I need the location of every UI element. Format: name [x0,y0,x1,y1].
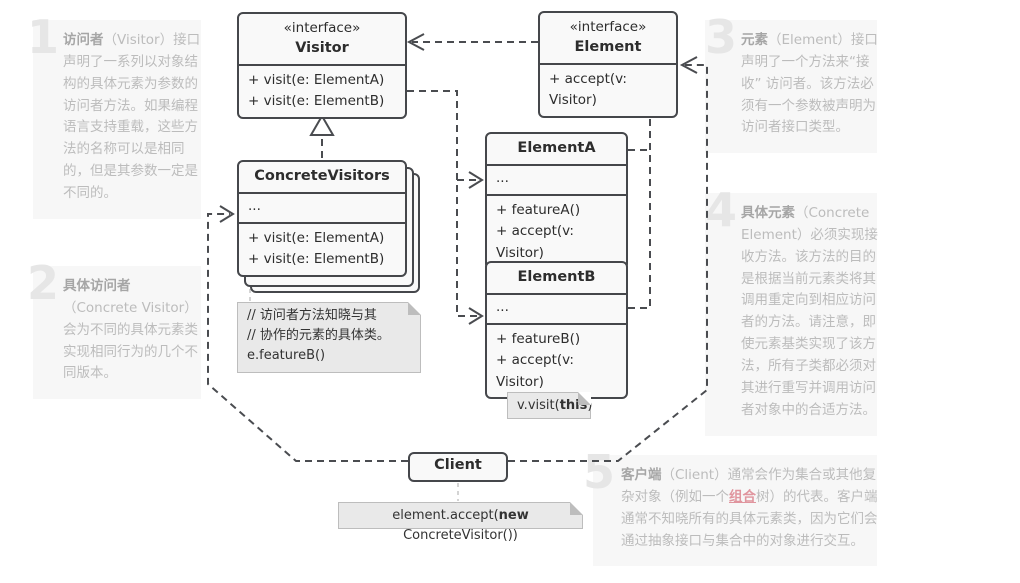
annotation-term-3: 元素 [741,32,768,48]
class-client-header: Client [410,454,506,478]
method: + visit(e: ElementB) [248,93,385,110]
annotation-number-4: 4 [705,183,738,237]
class-name: Client [434,457,482,473]
method: + featureB() [496,331,581,348]
class-element-methods: + accept(v: Visitor) [540,63,676,116]
method: + featureA() [496,202,581,219]
class-concretevisitors: ConcreteVisitors ... + visit(e: ElementA… [237,160,407,277]
ellipsis-fields: ... [496,298,509,315]
note-line: // 协作的元素的具体类。 [247,328,390,344]
class-elementb-methods: + featureB() + accept(v: Visitor) [487,323,626,397]
realization-elementb-element [628,116,651,309]
class-elementa-fields: ... [487,163,626,194]
method: + visit(e: ElementA) [248,72,385,88]
annotation-text-1: 访问者（Visitor）接口声明了一系列以对象结构的具体元素为参数的访问者方法。… [63,32,201,202]
note-line: // 访问者方法知晓与其 [247,308,377,323]
annotation-term-5: 客户端 [621,467,662,483]
class-element-header: «interface» Element [540,13,676,63]
arrowhead-to-concretevisitors [219,205,235,223]
class-name: ElementA [517,140,596,156]
class-concretevisitors-fields: ... [239,191,405,222]
class-elementb-header: ElementB [487,263,626,293]
class-elementa-methods: + featureA() + accept(v: Visitor) [487,194,626,268]
arrowhead-to-element [679,56,698,74]
class-elementb: ElementB ... + featureB() + accept(v: Vi… [485,261,628,400]
class-concretevisitors-header: ConcreteVisitors [239,162,405,192]
annotation-text-2: 具体访问者（Concrete Visitor）会为不同的具体元素类实现相同行为的… [63,278,198,382]
class-name: Visitor [295,40,349,57]
class-elementb-fields: ... [487,292,626,323]
stereotype-label: «interface» [569,19,647,35]
class-visitor-header: «interface» Visitor [239,14,405,64]
method: + accept(v: Visitor) [496,223,574,261]
note-line: e.featureB() [247,348,326,364]
annotation-number-5: 5 [583,445,616,499]
triangle-visitor [309,114,335,136]
method: + accept(v: Visitor) [549,71,627,109]
ellipsis-fields: ... [496,169,509,186]
arrowhead-to-elementa [468,171,484,189]
class-elementa: ElementA ... + featureA() + accept(v: Vi… [485,132,628,271]
annotation-panel-4: 4 具体元素（Concrete Element）必须实现接收方法。该方法的目的是… [705,187,878,436]
visitor-method-note: // 访问者方法知晓与其 // 协作的元素的具体类。 e.featureB() [237,302,421,373]
arrowhead-to-elementb [468,307,484,325]
class-visitor-methods: + visit(e: ElementA) + visit(e: ElementB… [239,64,405,117]
method: + visit(e: ElementB) [248,251,385,268]
annotation-number-1: 1 [27,10,60,64]
stereotype-label: «interface» [283,20,361,36]
annotation-panel-5: 5 客户端（Client）通常会作为集合或其他复杂对象（例如一个组合树）的代表。… [583,449,878,567]
class-concretevisitors-methods: + visit(e: ElementA) + visit(e: ElementB… [239,222,405,275]
arrowhead-to-visitor [406,33,425,51]
class-elementa-header: ElementA [487,134,626,164]
annotation-panel-3: 3 元素（Element）接口声明了一个方法来“接收” 访问者。该方法必须有一个… [705,14,878,154]
ellipsis-fields: ... [248,197,261,214]
annotation-panel-2: 2 具体访问者（Concrete Visitor）会为不同的具体元素类实现相同行… [27,260,201,400]
elementb-accept-note: v.visit(this) [507,392,592,419]
class-client: Client [408,452,508,482]
class-name: Element [574,39,642,56]
annotation-panel-1: 1 访问者（Visitor）接口声明了一系列以对象结构的具体元素为参数的访问者方… [27,14,201,219]
class-name: ElementB [517,269,596,285]
annotation-text-4: 具体元素（Concrete Element）必须实现接收方法。该方法的目的是根据… [741,205,878,418]
class-visitor: «interface» Visitor + visit(e: ElementA)… [237,12,407,119]
class-element: «interface» Element + accept(v: Visitor) [538,11,678,118]
annotation-text-5: 客户端（Client）通常会作为集合或其他复杂对象（例如一个组合树）的代表。客户… [621,467,878,549]
annotation-term-4: 具体元素 [741,205,795,221]
client-call-note: element.accept(new ConcreteVisitor()) [338,502,583,543]
annotation-term-1: 访问者 [63,32,104,48]
annotation-term-2: 具体访问者 [63,278,131,294]
annotation-number-3: 3 [705,10,738,64]
method: + visit(e: ElementA) [248,230,385,247]
method: + accept(v: Visitor) [496,352,574,390]
class-name: ConcreteVisitors [254,168,390,184]
annotation-number-2: 2 [27,256,60,310]
composite-pattern-link[interactable]: 组合 [729,488,756,505]
annotation-text-3: 元素（Element）接口声明了一个方法来“接收” 访问者。该方法必须有一个参数… [741,32,878,136]
